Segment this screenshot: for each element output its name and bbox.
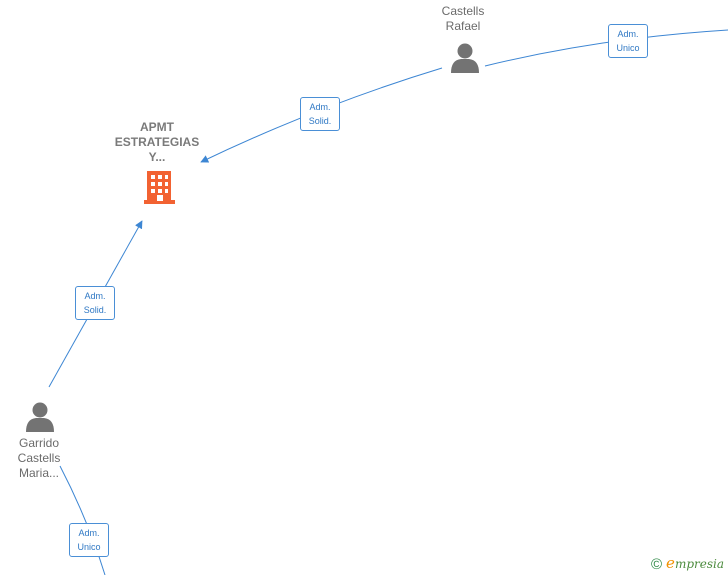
empresia-logo: ©empresia <box>651 554 724 573</box>
company-node-label[interactable]: APMT ESTRATEGIAS Y... <box>105 120 209 165</box>
edge-label-line: Adm. <box>309 102 331 112</box>
person-label-line: Castells <box>441 4 485 18</box>
edge-label-line: Solid. <box>83 305 107 315</box>
company-building-icon[interactable] <box>144 171 175 204</box>
company-label-line: APMT <box>140 120 174 134</box>
edge-line-top-right <box>484 29 728 67</box>
person-node-label-garrido[interactable]: Garrido Castells Maria... <box>0 436 78 481</box>
edge-label-line: Unico <box>77 542 101 552</box>
edge-label-line: Unico <box>616 43 640 53</box>
edge-label-line: Solid. <box>308 116 332 126</box>
person-label-line: Castells <box>17 451 61 465</box>
person-label-line: Rafael <box>445 19 481 33</box>
copyright-symbol: © <box>650 556 663 573</box>
brand-name: mpresia <box>674 557 724 571</box>
brand-initial: e <box>666 554 675 572</box>
edge-line-bottom <box>59 465 106 575</box>
edge-label-line: Adm. <box>84 291 106 301</box>
person-label-line: Garrido <box>18 436 59 450</box>
person-label-line: Maria... <box>18 466 59 480</box>
edge-label-garrido-to-company[interactable]: Adm. Solid. <box>75 286 115 320</box>
person-icon[interactable] <box>451 43 479 74</box>
edge-label-line: Adm. <box>78 528 100 538</box>
edge-label-top-right[interactable]: Adm. Unico <box>608 24 648 58</box>
person-icon[interactable] <box>26 402 54 433</box>
company-label-line: ESTRATEGIAS <box>114 135 200 149</box>
edge-label-line: Adm. <box>617 29 639 39</box>
edge-label-rafael-to-company[interactable]: Adm. Solid. <box>300 97 340 131</box>
person-node-label-castells-rafael[interactable]: Castells Rafael <box>423 4 503 34</box>
edge-label-bottom[interactable]: Adm. Unico <box>69 523 109 557</box>
company-label-line: Y... <box>148 150 166 164</box>
